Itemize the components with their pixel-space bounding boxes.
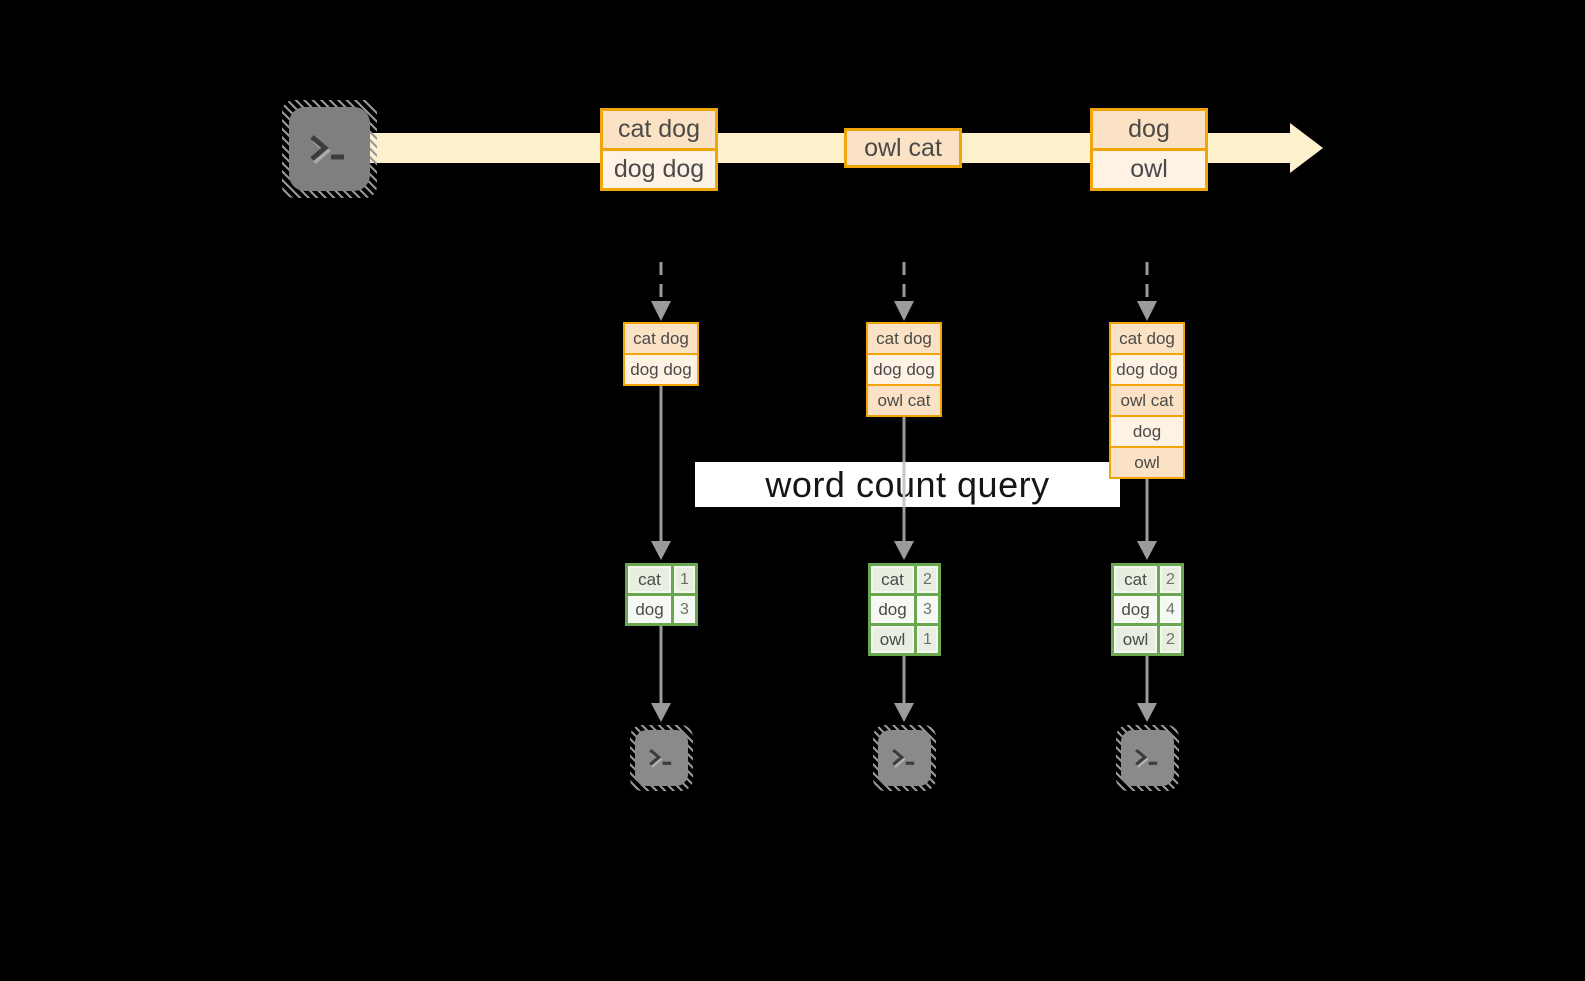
count-cell: 2 xyxy=(1160,566,1181,593)
trigger-arrow-3 xyxy=(1137,262,1157,321)
table-row: cat 1 xyxy=(628,566,695,593)
table-row: dog 3 xyxy=(628,593,695,623)
buffer-line: cat dog xyxy=(623,322,699,355)
buffer-line: cat dog xyxy=(866,322,942,355)
word-count-table-3: cat 2 dog 4 owl 2 xyxy=(1111,563,1184,656)
terminal-icon xyxy=(1116,725,1179,791)
stream-batch-2: owl cat xyxy=(844,128,962,168)
stream-event: dog dog xyxy=(600,148,718,191)
stream-event: owl xyxy=(1090,148,1208,191)
count-cell: 2 xyxy=(1160,626,1181,653)
prompt-glyph-icon xyxy=(309,135,344,164)
query-banner: word count query xyxy=(695,462,1120,507)
prompt-glyph-icon xyxy=(891,748,914,768)
count-cell: 4 xyxy=(1160,596,1181,623)
table-row: owl 2 xyxy=(1114,623,1181,653)
buffer-line: dog dog xyxy=(1109,353,1185,386)
stream-event: dog xyxy=(1090,108,1208,151)
output-arrow-2 xyxy=(894,645,914,722)
trigger-arrow-2 xyxy=(894,262,914,321)
stream-event: owl cat xyxy=(844,128,962,168)
buffer-line: dog dog xyxy=(866,353,942,386)
count-cell: 1 xyxy=(674,566,695,593)
table-row: owl 1 xyxy=(871,623,938,653)
terminal-icon-body xyxy=(878,730,931,786)
buffer-line: dog xyxy=(1109,415,1185,448)
count-cell: 3 xyxy=(917,596,938,623)
terminal-icon xyxy=(282,100,377,198)
input-buffer-2: cat dog dog dog owl cat xyxy=(866,322,942,417)
terminal-icon-body xyxy=(289,107,370,191)
terminal-icon xyxy=(630,725,693,791)
input-buffer-1: cat dog dog dog xyxy=(623,322,699,386)
input-buffer-3: cat dog dog dog owl cat dog owl xyxy=(1109,322,1185,479)
stream-event: cat dog xyxy=(600,108,718,151)
word-count-table-1: cat 1 dog 3 xyxy=(625,563,698,626)
table-row: cat 2 xyxy=(1114,566,1181,593)
query-arrow-2 xyxy=(894,400,914,560)
output-arrow-3 xyxy=(1137,645,1157,722)
query-banner-label: word count query xyxy=(765,463,1050,505)
word-cell: owl xyxy=(871,626,917,653)
stream-batch-1: cat dog dog dog xyxy=(600,108,718,191)
word-cell: cat xyxy=(1114,566,1160,593)
count-cell: 1 xyxy=(917,626,938,653)
buffer-line: owl cat xyxy=(866,384,942,417)
terminal-icon-body xyxy=(635,730,688,786)
table-row: dog 4 xyxy=(1114,593,1181,623)
word-cell: cat xyxy=(871,566,917,593)
prompt-glyph-icon xyxy=(1134,748,1157,768)
word-cell: dog xyxy=(1114,596,1160,623)
stream-batch-3: dog owl xyxy=(1090,108,1208,191)
count-cell: 2 xyxy=(917,566,938,593)
output-arrow-1 xyxy=(651,615,671,722)
word-cell: dog xyxy=(871,596,917,623)
table-row: dog 3 xyxy=(871,593,938,623)
buffer-line: cat dog xyxy=(1109,322,1185,355)
word-cell: owl xyxy=(1114,626,1160,653)
terminal-icon-body xyxy=(1121,730,1174,786)
table-row: cat 2 xyxy=(871,566,938,593)
buffer-line: dog dog xyxy=(623,353,699,386)
terminal-icon xyxy=(873,725,936,791)
word-count-table-2: cat 2 dog 3 owl 1 xyxy=(868,563,941,656)
word-cell: cat xyxy=(628,566,674,593)
count-cell: 3 xyxy=(674,596,695,623)
prompt-glyph-icon xyxy=(648,748,671,768)
query-arrow-1 xyxy=(651,368,671,560)
trigger-arrow-1 xyxy=(651,262,671,321)
buffer-line: owl cat xyxy=(1109,384,1185,417)
buffer-line: owl xyxy=(1109,446,1185,479)
word-cell: dog xyxy=(628,596,674,623)
